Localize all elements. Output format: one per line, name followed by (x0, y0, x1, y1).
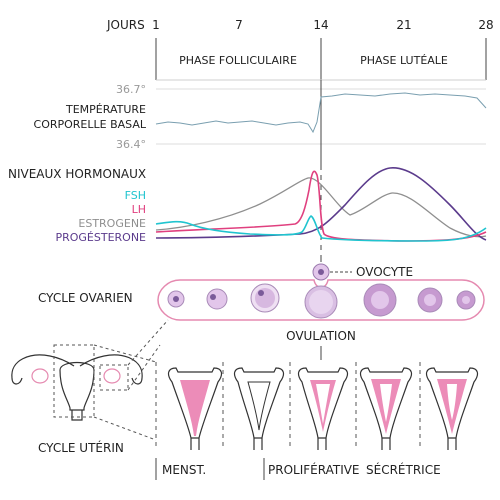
legend-estrogen: ESTROGENE (78, 217, 146, 230)
uterus-panel-3 (297, 367, 349, 450)
uterine-phase-ticks (155, 458, 265, 480)
anatomy-callout-lines (53, 319, 169, 441)
phase-follicular-label: PHASE FOLLICULAIRE (179, 54, 297, 67)
follicle-ruptured (304, 285, 338, 319)
ovary-outline (157, 279, 485, 321)
uterine-panel-dividers (155, 362, 421, 450)
uterine-title: CYCLE UTÉRIN (38, 440, 124, 455)
legend-fsh: FSH (125, 189, 146, 202)
uterine-menstrual-label: MENST. (162, 463, 206, 477)
lh-curve (155, 170, 487, 242)
temperature-curve (155, 92, 487, 134)
corpus-albicans (456, 290, 476, 310)
oocyte-label: OVOCYTE (356, 265, 413, 279)
ovulation-label: OVULATION (286, 329, 356, 343)
legend-progesterone: PROGÉSTERONE (55, 231, 146, 244)
follicle-stage-3 (250, 283, 280, 313)
uterus-panel-5 (425, 367, 479, 450)
hormones-title: NIVEAUX HORMONAUX (8, 167, 146, 181)
temp-max-label: 36.7° (116, 83, 146, 96)
uterine-secretory-label: SÉCRÉTRICE (366, 462, 441, 477)
temp-min-label: 36.4° (116, 138, 146, 151)
uterine-proliferative-label: PROLIFÉRATIVE (268, 462, 360, 477)
progesterone-curve (155, 167, 487, 241)
ovarian-title: CYCLE OVARIEN (38, 291, 133, 305)
phase-luteal-label: PHASE LUTÉALE (360, 54, 448, 67)
day-tick-14: 14 (313, 18, 328, 32)
day-tick-21: 21 (396, 18, 411, 32)
estrogen-curve (155, 177, 487, 238)
temperature-label-line2: CORPORELLE BASAL (34, 118, 147, 131)
day-tick-1: 1 (152, 18, 160, 32)
uterus-panel-4 (359, 367, 413, 450)
right-ovary-icon (103, 368, 121, 384)
legend-lh: LH (132, 203, 146, 216)
corpus-luteum-2 (417, 287, 443, 313)
corpus-luteum-1 (363, 283, 397, 317)
day-tick-28: 28 (478, 18, 493, 32)
temperature-label-line1: TEMPÉRATURE (65, 103, 146, 116)
follicle-stage-2 (206, 288, 228, 310)
uterus-panel-1 (167, 367, 223, 450)
left-ovary-icon (31, 368, 49, 384)
follicle-stage-1 (167, 290, 185, 308)
uterus-anatomy-icon (11, 354, 143, 421)
day-tick-7: 7 (235, 18, 243, 32)
oocyte (312, 263, 330, 281)
uterus-panel-2 (233, 367, 285, 450)
days-label: JOURS (106, 18, 145, 32)
fsh-curve (155, 215, 487, 242)
